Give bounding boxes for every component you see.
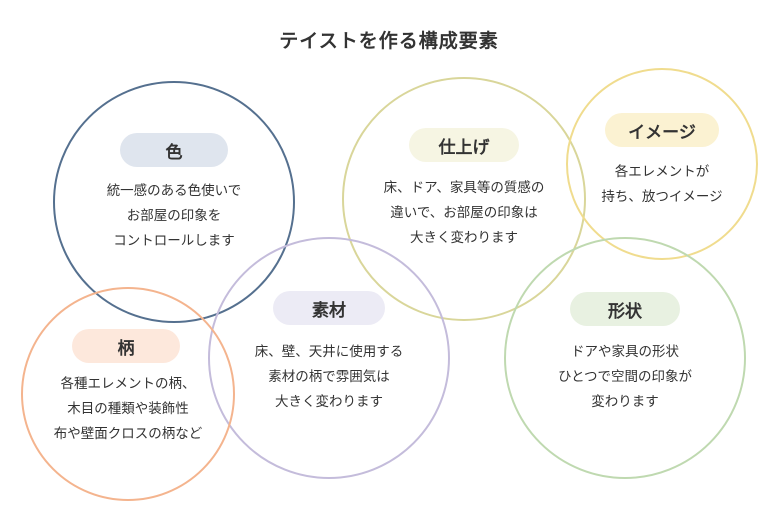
description-line: 大きく変わります	[410, 230, 518, 246]
label-pill-gara: 柄	[72, 329, 180, 363]
description-gara: 各種エレメントの柄、 木目の種類や装飾性 布や壁面クロスの柄など	[30, 372, 226, 447]
description-line: 素材の柄で雰囲気は	[268, 369, 390, 385]
diagram-title: テイストを作る構成要素	[279, 30, 499, 52]
description-line: 大きく変わります	[275, 394, 383, 410]
label-iro: 色	[165, 142, 183, 163]
label-sozai: 素材	[312, 300, 346, 321]
circle-gara	[21, 287, 235, 501]
description-line: 床、ドア、家具等の質感の	[383, 180, 545, 196]
label-pill-iro: 色	[120, 133, 228, 167]
label-pill-sozai: 素材	[273, 291, 385, 325]
label-shiage: 仕上げ	[438, 137, 490, 158]
description-line: 木目の種類や装飾性	[67, 401, 189, 417]
label-pill-shiage: 仕上げ	[409, 128, 519, 162]
description-line: ドアや家具の形状	[571, 344, 679, 360]
label-pill-image: イメージ	[605, 113, 719, 147]
description-iro: 統一感のある色使いで お部屋の印象を コントロールします	[70, 179, 278, 254]
description-line: 各エレメントが	[614, 164, 710, 180]
description-image: 各エレメントが 持ち、放つイメージ	[580, 160, 744, 210]
description-line: 変わります	[591, 394, 659, 410]
label-image: イメージ	[628, 122, 696, 143]
description-line: 布や壁面クロスの柄など	[53, 426, 203, 442]
label-pill-keijou: 形状	[570, 292, 680, 326]
description-line: お部屋の印象を	[126, 208, 222, 224]
description-line: コントロールします	[113, 233, 235, 249]
description-line: 各種エレメントの柄、	[60, 376, 196, 392]
description-shiage: 床、ドア、家具等の質感の 違いで、お部屋の印象は 大きく変わります	[355, 176, 573, 251]
description-sozai: 床、壁、天井に使用する 素材の柄で雰囲気は 大きく変わります	[224, 340, 434, 415]
description-keijou: ドアや家具の形状 ひとつで空間の印象が 変わります	[520, 340, 730, 415]
description-line: 統一感のある色使いで	[106, 183, 242, 199]
description-line: 持ち、放つイメージ	[601, 189, 723, 205]
label-keijou: 形状	[608, 301, 642, 322]
description-line: 床、壁、天井に使用する	[254, 344, 404, 360]
description-line: ひとつで空間の印象が	[557, 369, 693, 385]
label-gara: 柄	[117, 338, 135, 359]
circle-keijou	[504, 237, 746, 479]
description-line: 違いで、お部屋の印象は	[390, 205, 538, 221]
